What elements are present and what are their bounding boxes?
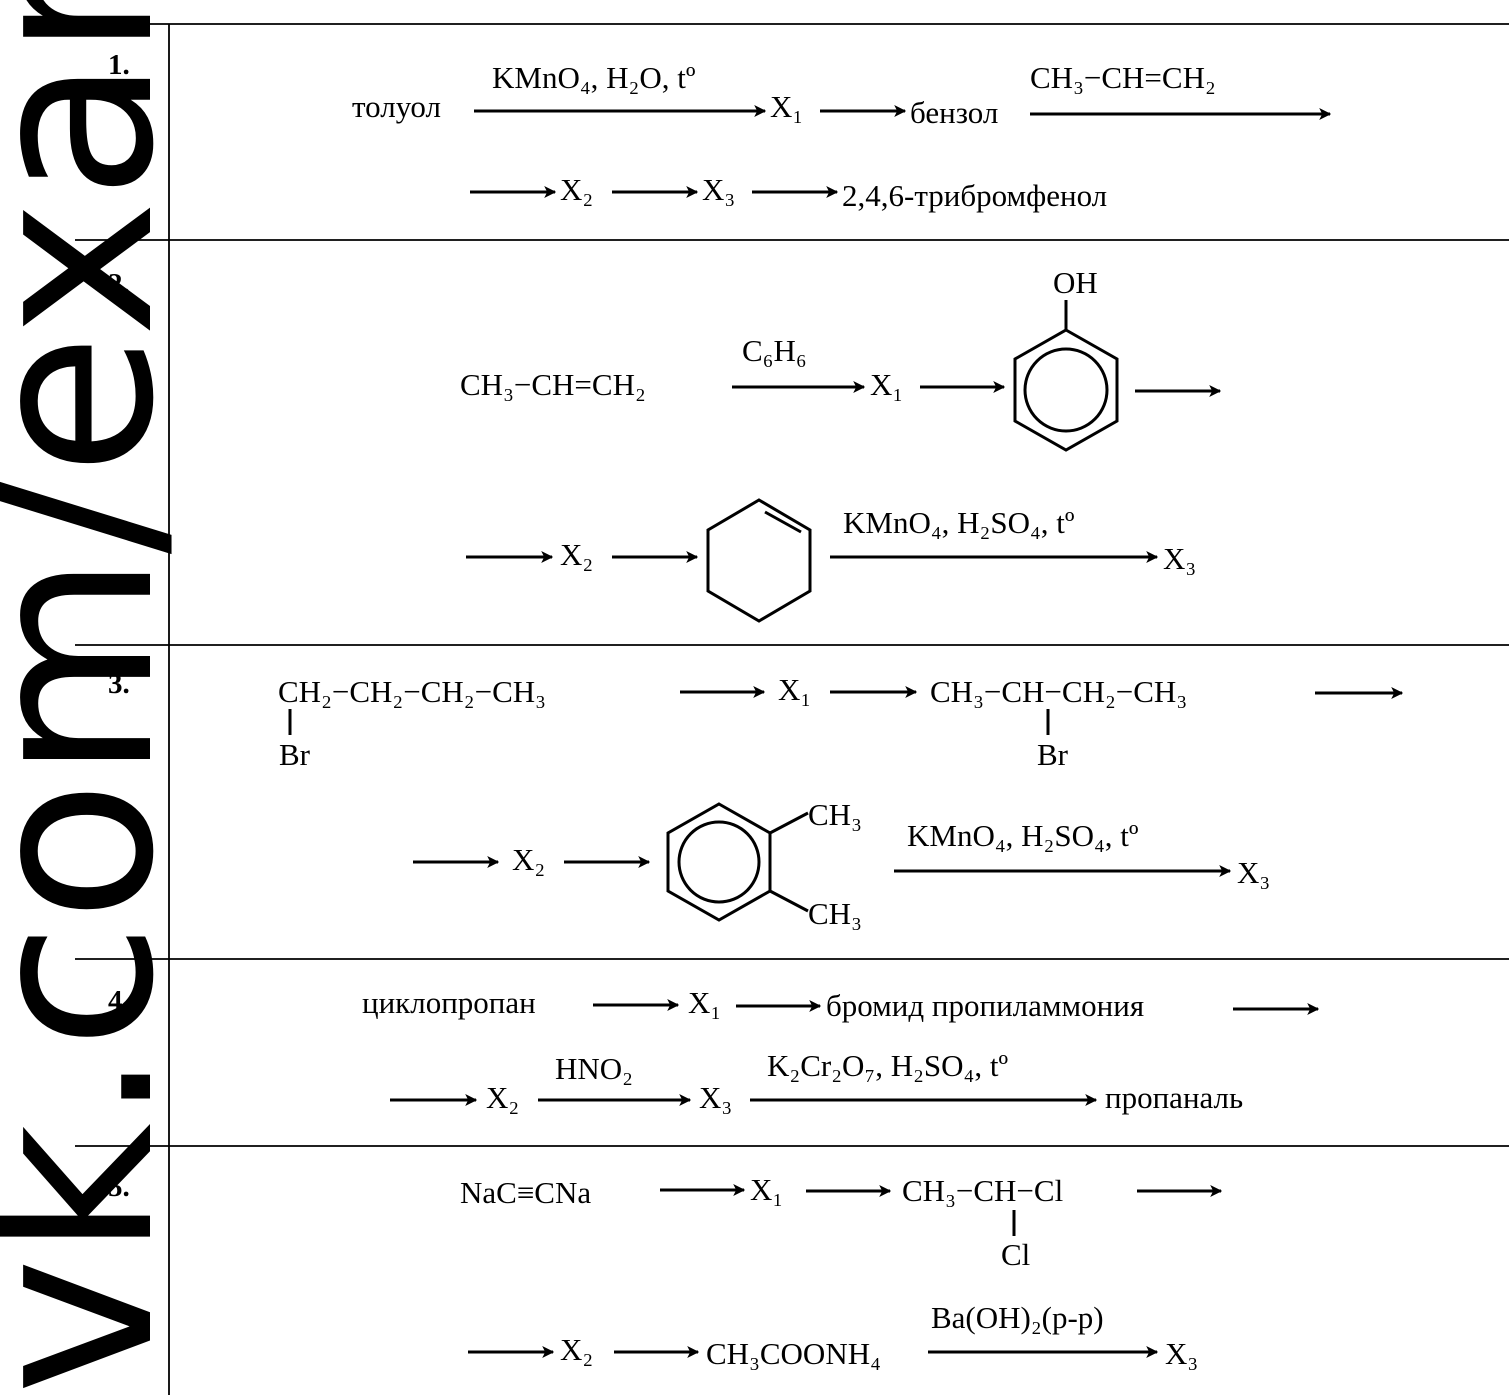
condition: KMnO₄, H₂SO₄, tº	[907, 818, 1139, 853]
row-3: CH₂−CH₂−CH₂−CH₃ Br X₁ CH₃−CH−CH₂−CH₃ Br …	[278, 672, 1404, 931]
product: X₃	[1165, 1336, 1198, 1371]
intermediate: X₃	[699, 1080, 732, 1115]
reagent: CH₂−CH₂−CH₂−CH₃	[278, 674, 546, 709]
condition: K₂Cr₂O₇, H₂SO₄, tº	[767, 1048, 1008, 1083]
compound: CH₃−CH−Cl	[902, 1173, 1063, 1208]
table-grid	[75, 23, 1509, 1395]
intermediate: X₁	[778, 672, 811, 707]
reagent: CH₃−CH=CH₂	[460, 367, 646, 402]
condition: Ba(OH)₂(р-р)	[931, 1300, 1104, 1335]
product: пропаналь	[1105, 1080, 1243, 1115]
condition: C₆H₆	[742, 333, 807, 368]
phenol-structure: OH	[1013, 265, 1119, 452]
intermediate: X₂	[512, 842, 545, 877]
methyl-label: CH₃	[808, 896, 862, 931]
cyclohexene-structure	[706, 498, 812, 623]
intermediate: X₂	[560, 1332, 593, 1367]
reagent: NaC≡CNa	[460, 1175, 591, 1210]
row-2: CH₃−CH=CH₂ C₆H₆ X₁ OH X₂ KMnO₄, H₂SO₄, t…	[460, 265, 1222, 623]
condition: KMnO₄, H₂O, tº	[492, 60, 696, 95]
row-5: NaC≡CNa X₁ CH₃−CH−Cl Cl X₂ CH₃COONH₄ Ba(…	[460, 1172, 1223, 1371]
reagent: толуол	[352, 89, 441, 124]
methyl-label: CH₃	[808, 797, 862, 832]
o-xylene-structure: CH₃ CH₃	[666, 797, 862, 931]
row-4: циклопропан X₁ бромид пропиламмония X₂ H…	[362, 985, 1320, 1115]
intermediate: X₁	[688, 985, 721, 1020]
row-number-4: 4.	[108, 985, 130, 1017]
compound: бромид пропиламмония	[826, 988, 1144, 1023]
product: 2,4,6-трибромфенол	[842, 178, 1107, 213]
row-numbers: 1. 2. 3. 4. 5.	[108, 49, 130, 1203]
intermediate: X₂	[560, 172, 593, 207]
substituent: Br	[1037, 737, 1069, 772]
row-number-1: 1.	[108, 49, 130, 81]
intermediate: X₁	[750, 1172, 783, 1207]
reagent: циклопропан	[362, 985, 536, 1020]
compound: CH₃−CH−CH₂−CH₃	[930, 674, 1187, 709]
row-1: толуол KMnO₄, H₂O, tº X₁ бензол CH₃−CH=C…	[352, 60, 1332, 213]
intermediate: X₂	[486, 1080, 519, 1115]
row-number-3: 3.	[108, 668, 130, 700]
substituent: Cl	[1001, 1237, 1030, 1272]
product: X₃	[1237, 855, 1270, 890]
product: X₃	[1163, 541, 1196, 576]
substituent: Br	[279, 737, 311, 772]
condition: HNO₂	[555, 1051, 633, 1086]
condition: CH₃−CH=CH₂	[1030, 60, 1216, 95]
watermark: vk.com/examtop	[0, 0, 205, 1395]
compound: бензол	[910, 95, 998, 130]
intermediate: X₁	[870, 367, 903, 402]
intermediate: X₃	[702, 172, 735, 207]
compound: CH₃COONH₄	[706, 1336, 881, 1371]
intermediate: X₂	[560, 537, 593, 572]
condition: KMnO₄, H₂SO₄, tº	[843, 505, 1075, 540]
hydroxyl-label: OH	[1053, 265, 1098, 300]
row-number-2: 2.	[108, 268, 130, 300]
intermediate: X₁	[770, 89, 803, 124]
row-number-5: 5.	[108, 1171, 130, 1203]
